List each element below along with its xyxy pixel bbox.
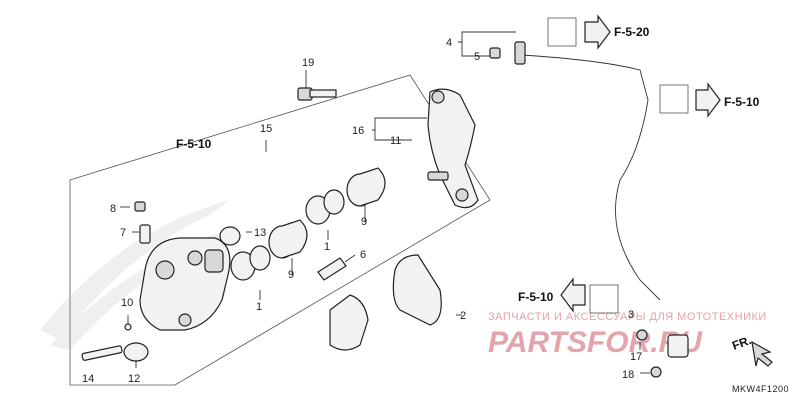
bolt-19[interactable] — [297, 87, 337, 101]
callout-18: 18 — [622, 369, 634, 381]
front-direction-label: FR. — [730, 333, 753, 353]
callout-4: 4 — [446, 37, 452, 49]
callout-12: 12 — [128, 373, 140, 385]
callout-3: 3 — [628, 309, 634, 321]
watermark-tagline: ЗАПЧАСТИ И АКСЕССУАРЫ ДЛЯ МОТОТЕХНИКИ — [488, 311, 767, 323]
callout-6: 6 — [360, 249, 366, 261]
callout-19: 19 — [302, 57, 314, 69]
piston-lower[interactable] — [268, 219, 308, 259]
callout-13: 13 — [254, 227, 266, 239]
callout-7: 7 — [120, 227, 126, 239]
ref-f5-20[interactable]: F-5-20 — [614, 25, 650, 39]
ref-box-f510-mid — [589, 284, 619, 314]
bolt-17[interactable] — [636, 329, 648, 341]
ref-box-f510-right — [659, 84, 689, 114]
abs-sensor-connector[interactable] — [514, 41, 526, 65]
honda-wing-background — [40, 200, 240, 350]
callout-5: 5 — [474, 51, 480, 63]
caliper-bracket[interactable] — [427, 88, 479, 209]
abs-sensor-wire — [521, 54, 661, 301]
boot-13[interactable] — [219, 226, 241, 246]
arrow-left-icon — [560, 277, 586, 313]
watermark-brand: PARTSFOR.RU — [488, 326, 703, 359]
seal-lower[interactable] — [230, 245, 271, 281]
arrow-right-icon — [695, 82, 721, 118]
ref-f5-10-mid[interactable]: F-5-10 — [518, 290, 554, 304]
callout-11: 11 — [390, 135, 401, 147]
callout-1-lower: 1 — [256, 301, 262, 313]
pin-14[interactable] — [81, 345, 123, 361]
bleeder-cap[interactable] — [134, 201, 146, 212]
bolt-18[interactable] — [650, 366, 662, 378]
seal-upper[interactable] — [305, 189, 345, 225]
arrow-right-icon — [584, 14, 611, 50]
callout-9-upper: 9 — [361, 216, 367, 228]
callout-8: 8 — [110, 203, 116, 215]
callout-1-upper: 1 — [324, 241, 330, 253]
assembly-outline — [69, 74, 491, 386]
ref-f5-10-left[interactable]: F-5-10 — [176, 137, 212, 151]
boot-12[interactable] — [123, 342, 149, 362]
abs-sensor[interactable] — [667, 334, 689, 358]
front-direction-arrow-icon — [751, 340, 773, 367]
callout-10: 10 — [121, 297, 133, 309]
callout-15: 15 — [260, 123, 272, 135]
callout-2: 2 — [460, 310, 466, 322]
bleeder-valve[interactable] — [139, 224, 151, 244]
diagram-code: MKW4F1200 — [732, 384, 789, 394]
callout-17: 17 — [630, 351, 642, 363]
o-ring-10[interactable] — [124, 323, 132, 331]
ref-f5-10-right[interactable]: F-5-10 — [724, 95, 760, 109]
callout-16: 16 — [352, 125, 364, 137]
callout-14: 14 — [82, 373, 94, 385]
brake-pad-front[interactable] — [392, 254, 442, 326]
piston-upper[interactable] — [346, 167, 386, 207]
callout-9-lower: 9 — [288, 269, 294, 281]
pad-spring[interactable] — [317, 257, 347, 281]
caliper-body[interactable] — [139, 237, 231, 331]
ref-box-f520 — [547, 17, 577, 47]
wire-clip-5[interactable] — [489, 47, 501, 59]
brake-pad-rear[interactable] — [329, 294, 369, 351]
